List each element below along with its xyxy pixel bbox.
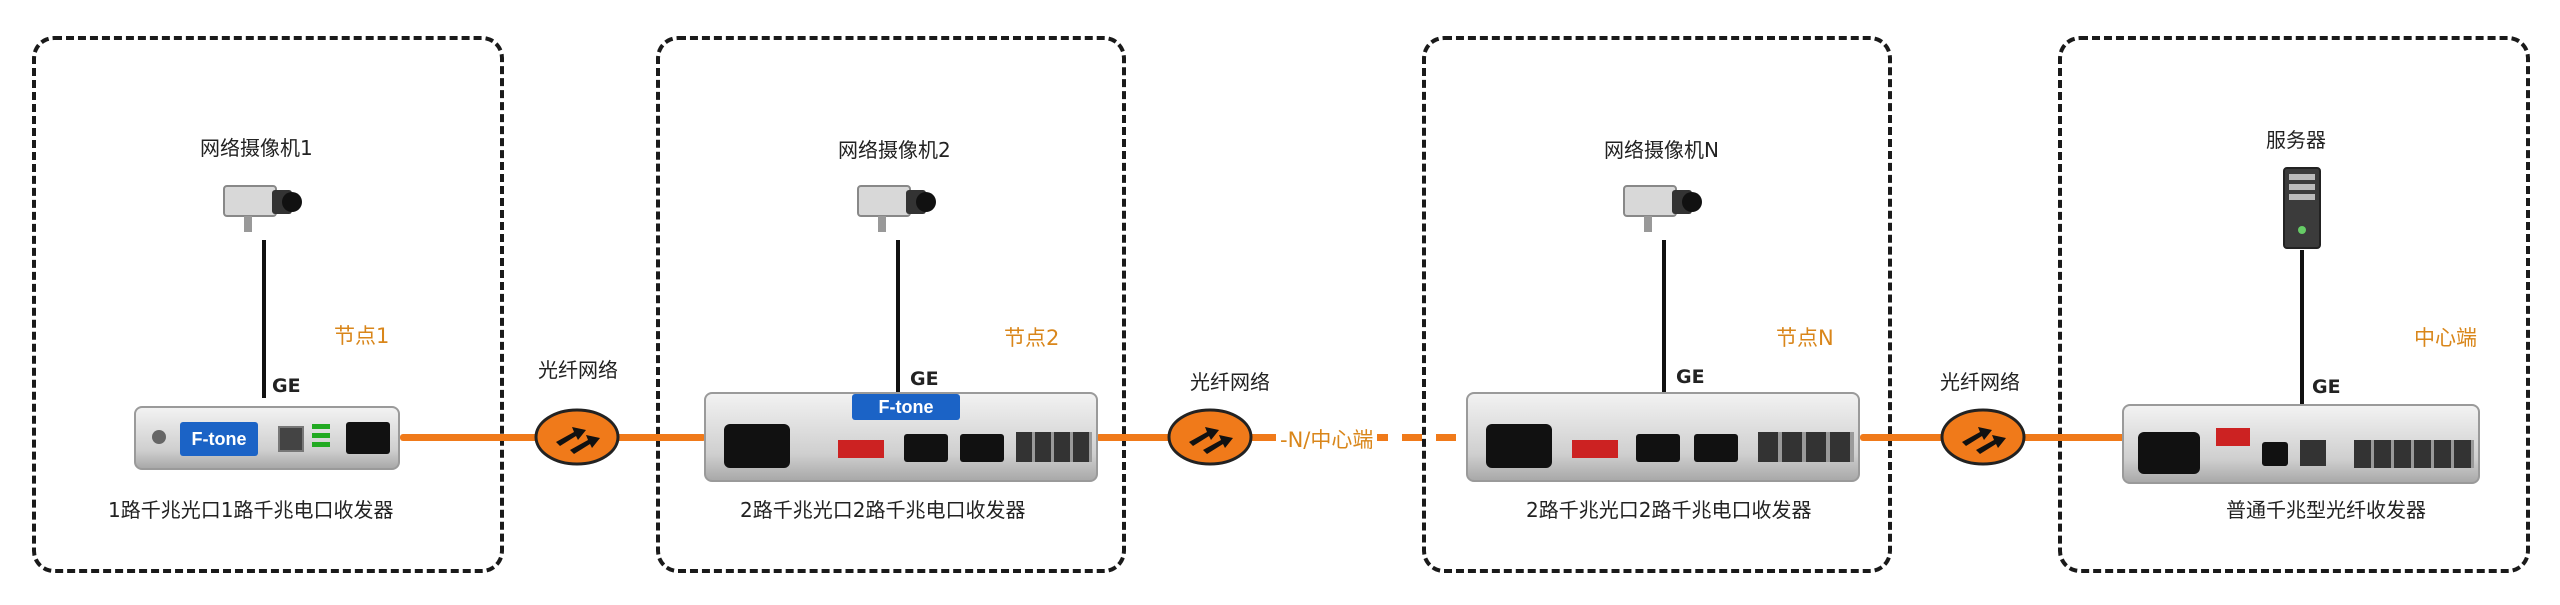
rj45-ports bbox=[1016, 432, 1092, 462]
fiber-port bbox=[2262, 442, 2288, 466]
ge-label-n: GE bbox=[1676, 366, 1705, 388]
brand-logo-node2: F-tone bbox=[852, 394, 960, 420]
fiber-port bbox=[346, 422, 390, 454]
transceiver-label-node2: 2路千兆光口2路千兆电口收发器 bbox=[740, 498, 1026, 522]
group-box-node1 bbox=[32, 36, 504, 573]
device-label-center: 服务器 bbox=[2266, 128, 2326, 152]
fiber-label-3: 光纤网络 bbox=[1940, 370, 2020, 394]
camera-link-1 bbox=[262, 240, 266, 398]
rj45-port bbox=[278, 426, 304, 452]
dip-switch bbox=[838, 440, 884, 458]
fiber-label-1: 光纤网络 bbox=[538, 358, 618, 382]
dip-switch bbox=[1572, 440, 1618, 458]
server-link bbox=[2300, 250, 2304, 410]
ge-label-1: GE bbox=[272, 375, 301, 397]
node-label-center: 中心端 bbox=[2414, 326, 2477, 350]
camera-link-2 bbox=[896, 240, 900, 396]
transceiver-center bbox=[2122, 404, 2480, 484]
ge-label-2: GE bbox=[910, 368, 939, 390]
fiber-middle-label: -N/中心端 bbox=[1276, 424, 1378, 454]
transceiver-nodeN bbox=[1466, 392, 1860, 482]
rj45-ports bbox=[2354, 440, 2474, 468]
fiber-port-b bbox=[1694, 434, 1738, 462]
device-label-node1: 网络摄像机1 bbox=[200, 136, 313, 160]
group-box-nodeN bbox=[1422, 36, 1892, 573]
node-label-1: 节点1 bbox=[334, 324, 390, 348]
rj45-port bbox=[2300, 440, 2326, 466]
fiber-port-a bbox=[1636, 434, 1680, 462]
fiber-network-icon-2 bbox=[1167, 408, 1253, 466]
transceiver-node2: F-tone bbox=[704, 392, 1098, 482]
device-label-node2: 网络摄像机2 bbox=[838, 138, 951, 162]
rj45-ports bbox=[1758, 432, 1854, 462]
power-socket bbox=[724, 424, 790, 468]
transceiver-label-node1: 1路千兆光口1路千兆电口收发器 bbox=[108, 498, 394, 522]
screw-icon bbox=[152, 430, 166, 444]
brand-logo-node1: F-tone bbox=[180, 422, 258, 456]
transceiver-label-nodeN: 2路千兆光口2路千兆电口收发器 bbox=[1526, 498, 1812, 522]
group-box-center bbox=[2058, 36, 2530, 573]
fiber-port-a bbox=[904, 434, 948, 462]
device-label-nodeN: 网络摄像机N bbox=[1604, 138, 1719, 162]
fiber-network-icon-1 bbox=[534, 408, 620, 466]
status-leds bbox=[312, 424, 330, 454]
transceiver-node1: F-tone bbox=[134, 406, 400, 470]
power-socket bbox=[2138, 432, 2200, 474]
fiber-label-2: 光纤网络 bbox=[1190, 370, 1270, 394]
transceiver-label-center: 普通千兆型光纤收发器 bbox=[2226, 498, 2426, 522]
node-label-2: 节点2 bbox=[1004, 326, 1060, 350]
node-label-n: 节点N bbox=[1776, 326, 1834, 350]
server-icon bbox=[2283, 167, 2321, 249]
camera-link-n bbox=[1662, 240, 1666, 396]
power-socket bbox=[1486, 424, 1552, 468]
ip-camera-icon-2 bbox=[857, 185, 936, 232]
fiber-network-icon-3 bbox=[1940, 408, 2026, 466]
fiber-port-b bbox=[960, 434, 1004, 462]
group-box-node2 bbox=[656, 36, 1126, 573]
dip-switch bbox=[2216, 428, 2250, 446]
ge-label-center: GE bbox=[2312, 376, 2341, 398]
ip-camera-icon-1 bbox=[223, 185, 302, 232]
ip-camera-icon-n bbox=[1623, 185, 1702, 232]
